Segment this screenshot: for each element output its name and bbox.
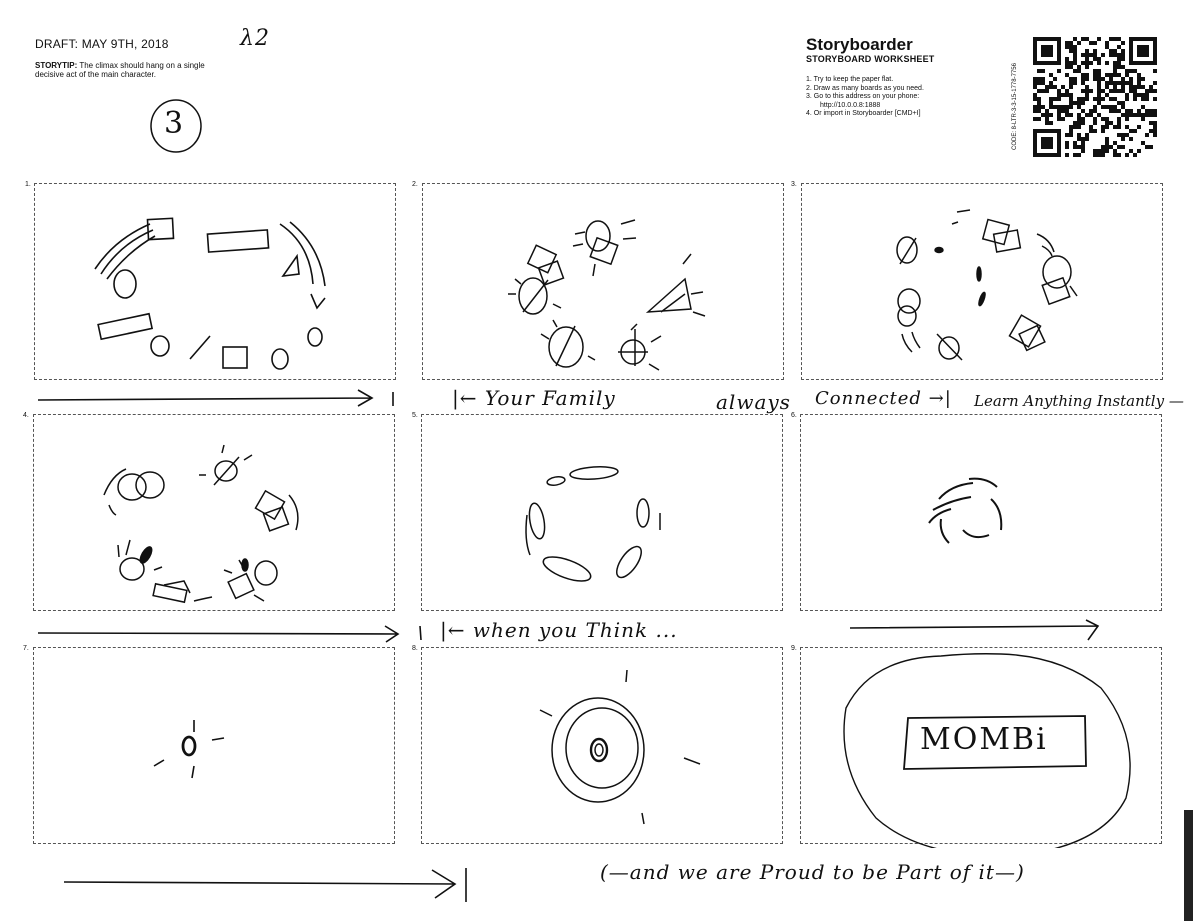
storyboard-panel-7 bbox=[33, 647, 395, 844]
instruction-url: http://10.0.0.8:1888 bbox=[820, 101, 881, 109]
panel-number: 8. bbox=[412, 645, 418, 652]
circled-number-sketch bbox=[150, 99, 202, 153]
panel-3-sketch bbox=[896, 209, 1078, 361]
panel-number: 1. bbox=[25, 181, 31, 188]
panel-6-sketch bbox=[928, 477, 1003, 544]
panel-number: 7. bbox=[23, 645, 29, 652]
handwritten-page-mark: λ2 bbox=[240, 26, 270, 51]
panel-7-sketch bbox=[153, 720, 225, 779]
panel-9-label: MOMBi bbox=[920, 722, 1048, 757]
panel-2-sketch bbox=[508, 219, 706, 371]
caption-connected: Connected →| bbox=[815, 388, 952, 409]
story-tip-text: The climax should hang on a single decis… bbox=[35, 61, 205, 79]
caption-always: always bbox=[716, 390, 791, 414]
story-tip-label: STORYTIP: bbox=[35, 61, 78, 70]
caption-your-family: |← Your Family bbox=[452, 386, 616, 410]
storyboard-panel-9 bbox=[800, 647, 1162, 848]
scan-edge-bar bbox=[1184, 810, 1193, 921]
storyboard-panel-1 bbox=[34, 183, 396, 380]
panel-number: 2. bbox=[412, 181, 418, 188]
brand-subtitle: STORYBOARD WORKSHEET bbox=[806, 54, 935, 64]
story-tip: STORYTIP: The climax should hang on a si… bbox=[35, 61, 225, 79]
storyboard-panel-3 bbox=[801, 183, 1163, 380]
instruction-step: 2. Draw as many boards as you need. bbox=[806, 84, 924, 92]
panel-number: 6. bbox=[791, 412, 797, 419]
instruction-step: 1. Try to keep the paper flat. bbox=[806, 76, 894, 83]
instruction-step: 4. Or import in Storyboarder [CMD+I] bbox=[806, 110, 921, 117]
panel-5-sketch bbox=[525, 466, 661, 582]
panel-number: 4. bbox=[23, 412, 29, 419]
instruction-list: 1. Try to keep the paper flat. 2. Draw a… bbox=[806, 76, 924, 119]
brand-title: Storyboarder bbox=[806, 35, 913, 54]
worksheet-code: CODE: 8-LTR-3-3-15-1778-7756 bbox=[1012, 63, 1018, 150]
instruction-step: 3. Go to this address on your phone: bbox=[806, 93, 920, 100]
panel-4-sketch bbox=[103, 444, 299, 604]
panel-8-sketch bbox=[539, 669, 701, 825]
storyboard-panel-6 bbox=[800, 414, 1162, 611]
panel-number: 5. bbox=[412, 412, 418, 419]
storyboard-panel-8 bbox=[421, 647, 783, 844]
storyboard-panel-4 bbox=[33, 414, 395, 611]
caption-proud: (—and we are Proud to be Part of it—) bbox=[600, 860, 1025, 884]
panel-9-sketch bbox=[843, 653, 1131, 848]
circled-number: 3 bbox=[164, 106, 185, 141]
caption-learn-anything: Learn Anything Instantly — bbox=[974, 392, 1184, 410]
panel-number: 9. bbox=[791, 645, 797, 652]
panel-number: 3. bbox=[791, 181, 797, 188]
caption-when-you-think: |← when you Think ... bbox=[440, 618, 678, 642]
panel-1-sketch bbox=[94, 217, 326, 370]
storyboard-panel-2 bbox=[422, 183, 784, 380]
brand-block: Storyboarder STORYBOARD WORKSHEET bbox=[806, 35, 935, 65]
qr-code-icon bbox=[1033, 37, 1157, 157]
storyboard-panel-5 bbox=[421, 414, 783, 611]
draft-date: DRAFT: MAY 9TH, 2018 bbox=[35, 37, 169, 51]
